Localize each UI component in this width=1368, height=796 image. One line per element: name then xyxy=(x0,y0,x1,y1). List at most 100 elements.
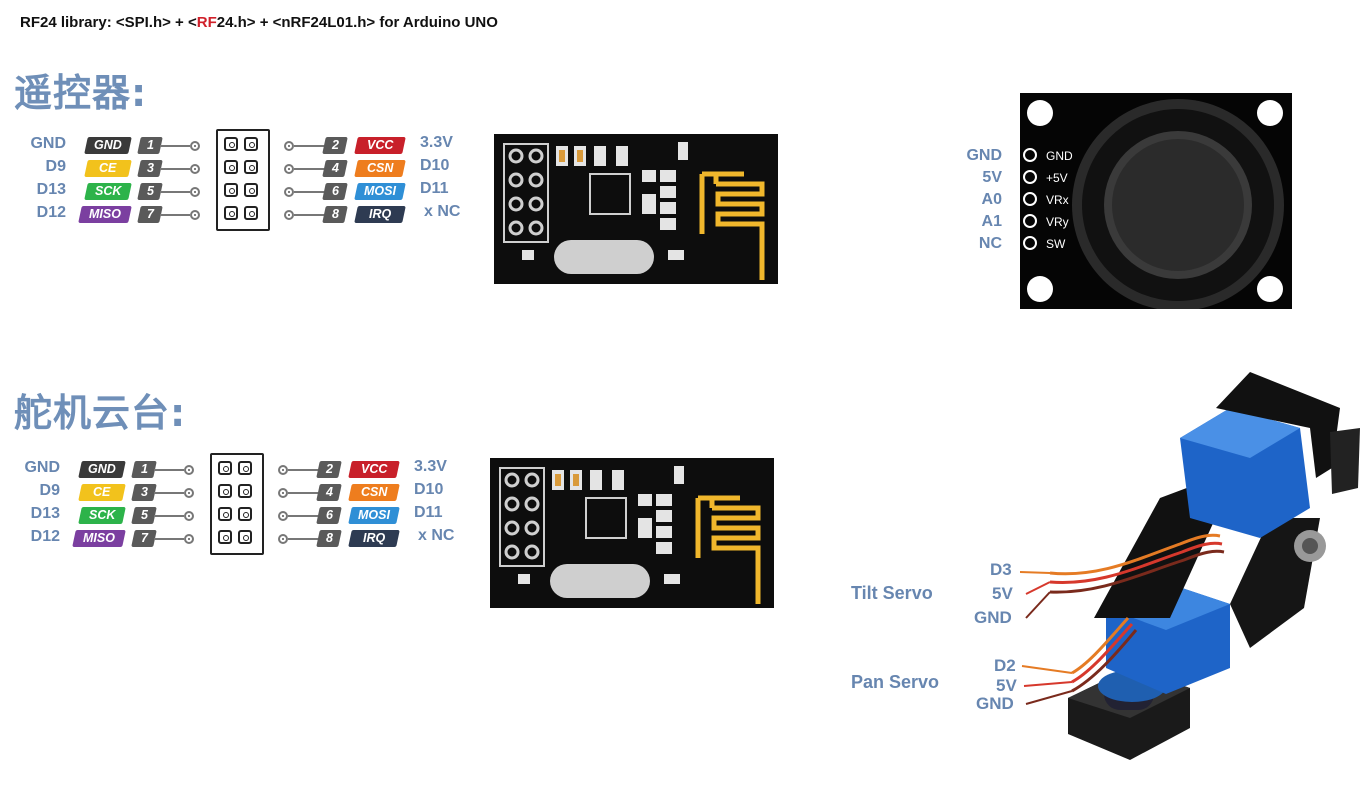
pan-tilt-gimbal-image xyxy=(1020,372,1360,760)
arduino-pin-left: D9 xyxy=(39,482,60,499)
arduino-pin-left: D13 xyxy=(30,505,60,522)
arduino-pin-right: x NC xyxy=(424,203,461,220)
joystick-board-pin-label: SW xyxy=(1046,237,1066,251)
nrf-pin-number-left: 3 xyxy=(131,484,157,501)
nrf24l01-module-image xyxy=(494,134,778,284)
nrf-pin-number-right: 6 xyxy=(322,183,348,200)
joystick-board-pin-label: GND xyxy=(1046,149,1073,163)
arduino-pin-right: D10 xyxy=(414,481,444,498)
arduino-pin-right: D11 xyxy=(420,180,449,197)
nrf-pin-tag-right: CSN xyxy=(354,160,406,177)
connector-dot xyxy=(184,511,194,521)
connector-dot xyxy=(184,465,194,475)
connector-wire xyxy=(160,214,190,216)
connector-wire xyxy=(288,515,318,517)
connector-wire xyxy=(154,515,184,517)
connector-dot xyxy=(190,164,200,174)
connector-wire xyxy=(294,145,324,147)
connector-wire xyxy=(154,469,184,471)
joystick-arduino-pin-label: GND xyxy=(966,147,1002,164)
connector-dot xyxy=(184,534,194,544)
header-pin xyxy=(218,461,232,475)
connector-wire xyxy=(288,492,318,494)
tilt-servo-signal-pin: D3 xyxy=(990,560,1012,579)
pan-servo-label: Pan Servo xyxy=(851,672,940,692)
nrf-pin-tag-text: SCK xyxy=(88,508,116,522)
header-pin xyxy=(224,183,238,197)
nrf-pin-number-text: 3 xyxy=(146,161,154,175)
section-title-remote: 遥控器: xyxy=(14,71,148,115)
tilt-servo-label: Tilt Servo xyxy=(851,583,933,603)
connector-dot xyxy=(190,187,200,197)
nrf-pin-tag-left: MISO xyxy=(72,530,126,547)
connector-dot xyxy=(278,465,288,475)
nrf-pin-number-right: 8 xyxy=(316,530,342,547)
header-pin xyxy=(244,137,258,151)
nrf-pin-tag-text: GND xyxy=(88,462,116,476)
nrf-pin-number-text: 2 xyxy=(331,138,339,152)
connector-dot xyxy=(278,511,288,521)
connector-wire xyxy=(288,469,318,471)
header-pin xyxy=(244,183,258,197)
connector-dot xyxy=(284,164,294,174)
nrf-pin-number-text: 3 xyxy=(140,485,148,499)
nrf-pin-tag-text: IRQ xyxy=(368,207,392,221)
joystick-board-pin-label: +5V xyxy=(1046,171,1068,185)
header-pin xyxy=(244,206,258,220)
connector-wire xyxy=(294,214,324,216)
header-pin xyxy=(218,507,232,521)
library-header: RF24 library: <SPI.h> + <RF24.h> + <nRF2… xyxy=(20,14,498,31)
nrf24l01-module-image-2 xyxy=(490,458,774,608)
arduino-pin-right: D11 xyxy=(414,504,443,521)
nrf-pin-number-left: 7 xyxy=(131,530,157,547)
arduino-pin-left: GND xyxy=(24,459,60,476)
connector-wire xyxy=(160,145,190,147)
joystick-arduino-pin-label: 5V xyxy=(982,169,1002,186)
header-pin xyxy=(218,484,232,498)
nrf-pin-number-left: 7 xyxy=(137,206,163,223)
header-rest: 24.h> + <nRF24L01.h> for Arduino UNO xyxy=(216,14,498,31)
arduino-pin-left: D13 xyxy=(36,181,66,198)
nrf-pin-tag-right: VCC xyxy=(348,461,400,478)
nrf-pin-number-text: 7 xyxy=(140,531,148,545)
connector-dot xyxy=(284,187,294,197)
connector-wire xyxy=(160,191,190,193)
nrf-pin-number-right: 2 xyxy=(322,137,348,154)
nrf-pin-number-left: 3 xyxy=(137,160,163,177)
nrf-pin-number-text: 5 xyxy=(140,508,148,522)
nrf-pin-number-text: 4 xyxy=(331,161,339,175)
arduino-pin-left: D12 xyxy=(30,528,60,545)
nrf-pin-number-right: 4 xyxy=(316,484,342,501)
pan-servo-ground-pin: GND xyxy=(976,694,1014,713)
arduino-pin-right: x NC xyxy=(418,527,455,544)
connector-wire xyxy=(294,168,324,170)
nrf-pin-tag-text: CE xyxy=(93,485,111,499)
nrf-pin-tag-right: CSN xyxy=(348,484,400,501)
nrf-pin-tag-right: MOSI xyxy=(348,507,400,524)
arduino-pin-left: D12 xyxy=(36,204,66,221)
header-pin xyxy=(218,530,232,544)
pan-servo-signal-pin: D2 xyxy=(994,656,1016,675)
arduino-pin-right: 3.3V xyxy=(414,458,447,475)
connector-wire xyxy=(288,538,318,540)
header-rf: RF xyxy=(196,14,217,31)
header-pin xyxy=(238,461,252,475)
tilt-servo-power-pin: 5V xyxy=(992,584,1013,603)
nrf-pin-tag-text: MISO xyxy=(89,207,121,221)
nrf-pin-number-text: 2 xyxy=(325,462,333,476)
connector-wire xyxy=(294,191,324,193)
nrf-header-socket xyxy=(210,453,264,555)
nrf-pin-tag-text: VCC xyxy=(360,462,388,476)
section-title-gimbal: 舵机云台: xyxy=(14,391,187,435)
nrf-pin-number-left: 1 xyxy=(137,137,163,154)
arduino-pin-left: D9 xyxy=(45,158,66,175)
nrf-pin-tag-text: SCK xyxy=(94,184,122,198)
nrf-pin-tag-text: MISO xyxy=(83,531,115,545)
joystick-arduino-pin-label: A1 xyxy=(981,213,1002,230)
nrf-pin-number-text: 8 xyxy=(325,531,333,545)
nrf-pin-tag-right: IRQ xyxy=(348,530,400,547)
nrf-pin-tag-text: CE xyxy=(99,161,117,175)
nrf-pin-tag-left: SCK xyxy=(78,507,126,524)
header-pin xyxy=(224,137,238,151)
